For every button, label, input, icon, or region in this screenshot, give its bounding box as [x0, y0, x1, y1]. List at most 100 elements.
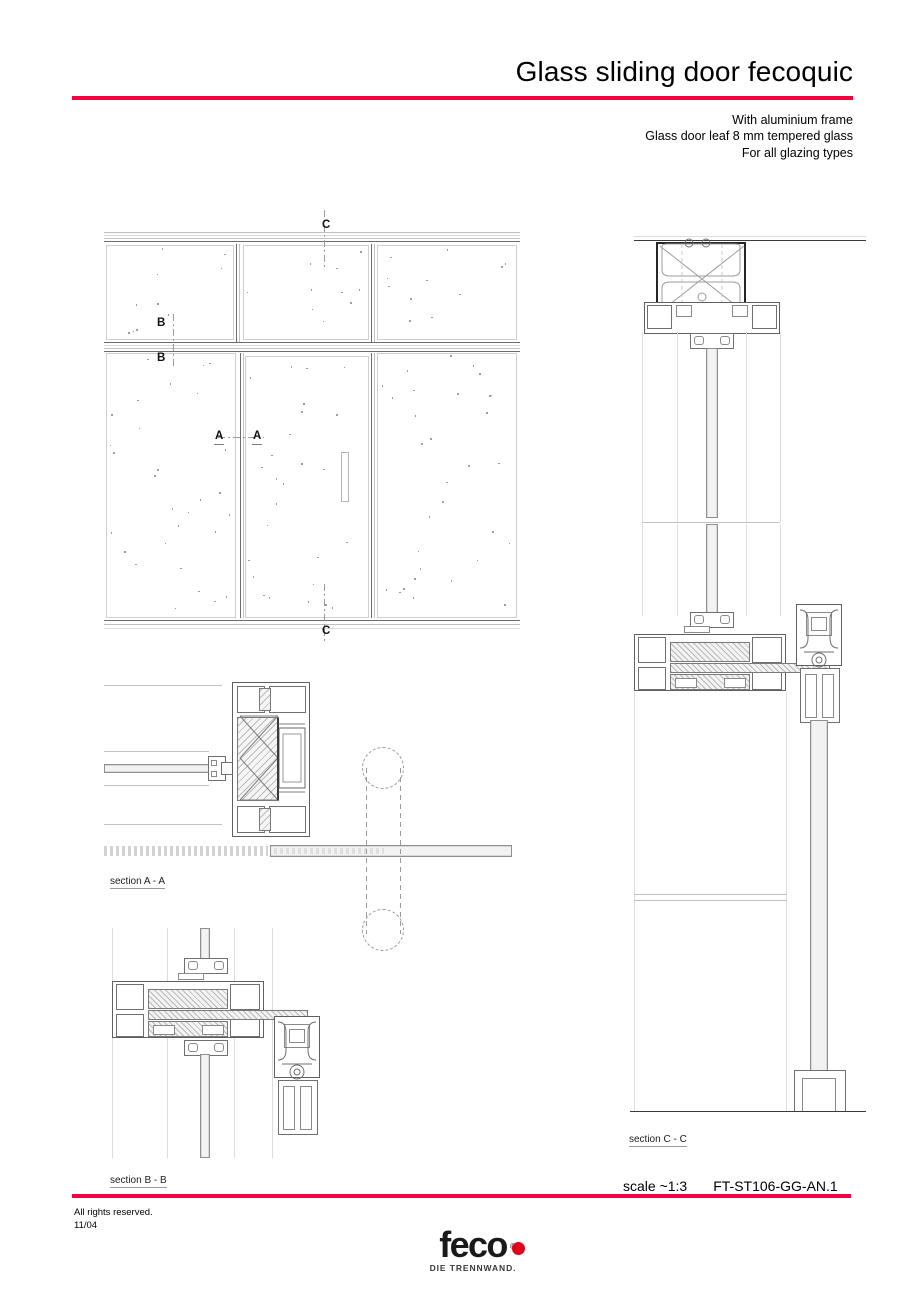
glass-speck	[408, 319, 411, 322]
glass-speck	[136, 329, 138, 331]
glass-speck	[224, 253, 227, 256]
handle-circle-upper	[362, 747, 404, 789]
section-b-caption: section B - B	[110, 1175, 167, 1188]
glass-speck	[154, 474, 156, 477]
glass-speck	[343, 366, 346, 369]
glass-speck	[398, 591, 401, 594]
handle-circle-lower	[362, 909, 404, 951]
section-mark-c-bottom: C	[322, 625, 331, 637]
transom-core-upper	[148, 989, 228, 1009]
glass-speck	[403, 588, 405, 590]
glass-speck	[468, 465, 470, 467]
section-line-c	[324, 210, 325, 270]
glass-speck	[419, 568, 422, 571]
glass-speck	[220, 267, 223, 270]
glass-speck	[199, 498, 202, 501]
glass-speck	[325, 604, 327, 606]
glass-speck	[167, 314, 170, 316]
glass-speck	[224, 449, 227, 451]
glass-speck	[504, 263, 507, 265]
glass-speck	[214, 530, 217, 533]
elevation-drawing	[104, 210, 520, 644]
glass-speck	[246, 291, 249, 294]
feco-logo: feco ® DIE TRENNWAND.	[413, 1227, 533, 1280]
sidelight-right	[377, 353, 517, 618]
glass-speck	[249, 376, 252, 379]
drawing-number: FT-ST106-GG-AN.1	[713, 1178, 838, 1194]
fixed-glazing-pane	[104, 764, 214, 773]
glass-speck	[209, 362, 211, 365]
sidelight-left	[106, 353, 236, 618]
leaf-hidden-extent	[104, 846, 268, 856]
section-c-caption: section C - C	[629, 1134, 687, 1147]
glass-speck	[412, 597, 415, 599]
logo-dot-icon	[512, 1242, 526, 1255]
page-title: Glass sliding door fecoquic	[515, 56, 853, 87]
glass-speck	[508, 542, 511, 545]
glass-speck	[271, 454, 273, 457]
glass-speck	[275, 503, 278, 505]
transom-glass-c	[706, 348, 718, 518]
glass-speck	[387, 285, 390, 288]
glass-speck	[390, 256, 392, 259]
section-a-caption: section A - A	[110, 876, 166, 889]
glass-speck	[342, 451, 345, 454]
glass-speck	[219, 491, 221, 494]
glass-speck	[268, 597, 271, 599]
glass-speck	[275, 478, 278, 480]
glass-speck	[156, 273, 159, 276]
glass-speck	[340, 291, 343, 294]
glass-speck	[322, 468, 325, 471]
subtitle-line-1: With aluminium frame	[732, 113, 853, 127]
glass-speck	[225, 596, 228, 598]
transom-panel-right	[377, 245, 517, 340]
leaf-overlap-dash	[274, 848, 384, 854]
glass-speck	[472, 365, 475, 368]
glass-speck	[138, 427, 141, 430]
door-glass-lower	[200, 1054, 210, 1158]
glass-speck	[198, 590, 201, 593]
glass-speck	[169, 383, 172, 385]
door-handle[interactable]	[341, 452, 349, 502]
glass-speck	[282, 483, 285, 486]
door-leaf-glass-c	[810, 720, 828, 1110]
logo-tagline: DIE TRENNWAND.	[429, 1263, 517, 1273]
scale-label: scale ~1:3	[623, 1178, 688, 1194]
glass-speck	[489, 395, 491, 397]
glass-speck	[157, 303, 159, 305]
glass-speck	[459, 293, 461, 296]
glass-speck	[174, 607, 177, 610]
glass-speck	[311, 308, 314, 311]
glass-speck	[171, 507, 174, 510]
footer-legal: All rights reserved. 11/04	[74, 1207, 153, 1232]
glass-speck	[113, 452, 116, 454]
glass-speck	[492, 531, 494, 533]
sliding-door-leaf[interactable]	[245, 356, 369, 618]
section-mark-b-upper: B	[157, 317, 166, 329]
glass-speck	[261, 466, 263, 469]
header-accent-rule	[72, 96, 853, 100]
glass-speck	[421, 443, 423, 445]
glass-speck	[290, 366, 293, 368]
glass-speck	[360, 251, 362, 253]
subtitle-block: With aluminium frame Glass door leaf 8 m…	[253, 112, 853, 161]
glass-speck	[164, 542, 167, 545]
glass-speck	[350, 302, 352, 305]
scale-and-number: scale ~1:3 FT-ST106-GG-AN.1	[623, 1178, 838, 1194]
glass-speck	[134, 563, 137, 566]
post-core	[237, 717, 279, 801]
glass-speck	[202, 364, 205, 367]
glass-speck	[180, 567, 182, 570]
glass-speck	[331, 607, 334, 609]
glass-speck	[301, 411, 303, 413]
transom-core-band	[148, 1010, 308, 1020]
section-b-drawing	[112, 928, 327, 1158]
glass-speck	[358, 289, 361, 291]
footer-accent-rule	[72, 1194, 851, 1198]
glass-speck	[303, 403, 305, 405]
glass-speck	[301, 463, 303, 465]
subtitle-line-3: For all glazing types	[741, 145, 853, 160]
glass-speck	[248, 559, 250, 562]
section-mark-b-lower: B	[157, 352, 166, 364]
